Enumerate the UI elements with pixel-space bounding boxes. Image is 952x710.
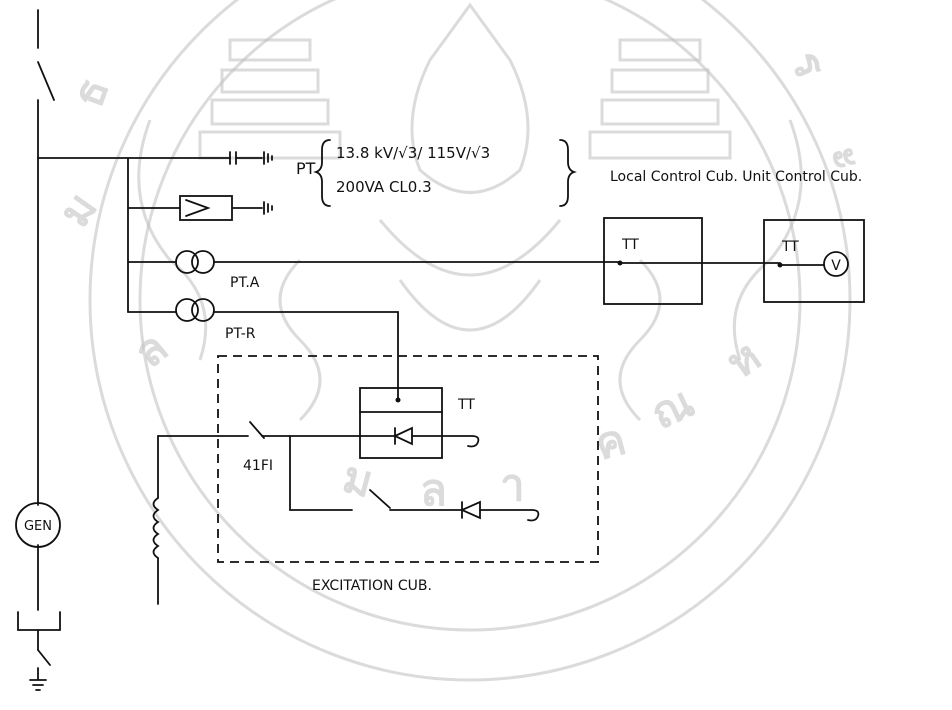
pt-rating: PT 13.8 kV/√3/ 115V/√3 200VA CL0.3: [296, 139, 577, 207]
pt-r-label: PT-R: [225, 326, 256, 342]
svg-text:ค: ค: [590, 414, 632, 471]
svg-text:ล: ล: [420, 465, 447, 516]
local-control-cubicle: TT: [603, 217, 781, 305]
watermark-seal: ธ ม ร ะ ห ณ ค ม ล า ล: [49, 0, 875, 682]
grounding-switch: [29, 649, 51, 691]
svg-text:ม: ม: [337, 451, 378, 508]
excitation-cubicle: EXCITATION CUB. TT 41FI: [152, 355, 599, 605]
excitation-label: EXCITATION CUB.: [312, 578, 432, 594]
cubicles-heading: Local Control Cub. Unit Control Cub.: [610, 169, 862, 185]
generator: GEN: [15, 502, 61, 548]
svg-text:ล: ล: [124, 322, 177, 378]
pt-feeder: PT.A PT-R: [37, 151, 621, 399]
field-winding: [152, 497, 160, 559]
pt-rating-line2: 200VA CL0.3: [336, 178, 432, 196]
main-bus: [17, 9, 61, 651]
svg-text:ณ: ณ: [643, 376, 702, 439]
pt-rating-line1: 13.8 kV/√3/ 115V/√3: [336, 144, 490, 162]
tt-unit-label: TT: [781, 239, 799, 255]
svg-text:ธ: ธ: [62, 71, 119, 114]
pt-a-label: PT.A: [230, 275, 260, 291]
svg-text:ม: ม: [49, 183, 107, 236]
svg-text:า: า: [500, 460, 525, 511]
generator-label: GEN: [24, 519, 52, 534]
svg-text:ร: ร: [780, 43, 836, 86]
unit-control-cubicle: TT V: [763, 219, 865, 303]
svg-text:ห: ห: [717, 331, 770, 389]
tt-exc-label: TT: [457, 397, 475, 413]
breaker-label: 41FI: [243, 458, 273, 474]
voltmeter-label: V: [831, 258, 841, 274]
voltmeter-icon: [823, 251, 849, 277]
tt-local-label: TT: [621, 237, 639, 253]
pt-label: PT: [296, 159, 316, 178]
